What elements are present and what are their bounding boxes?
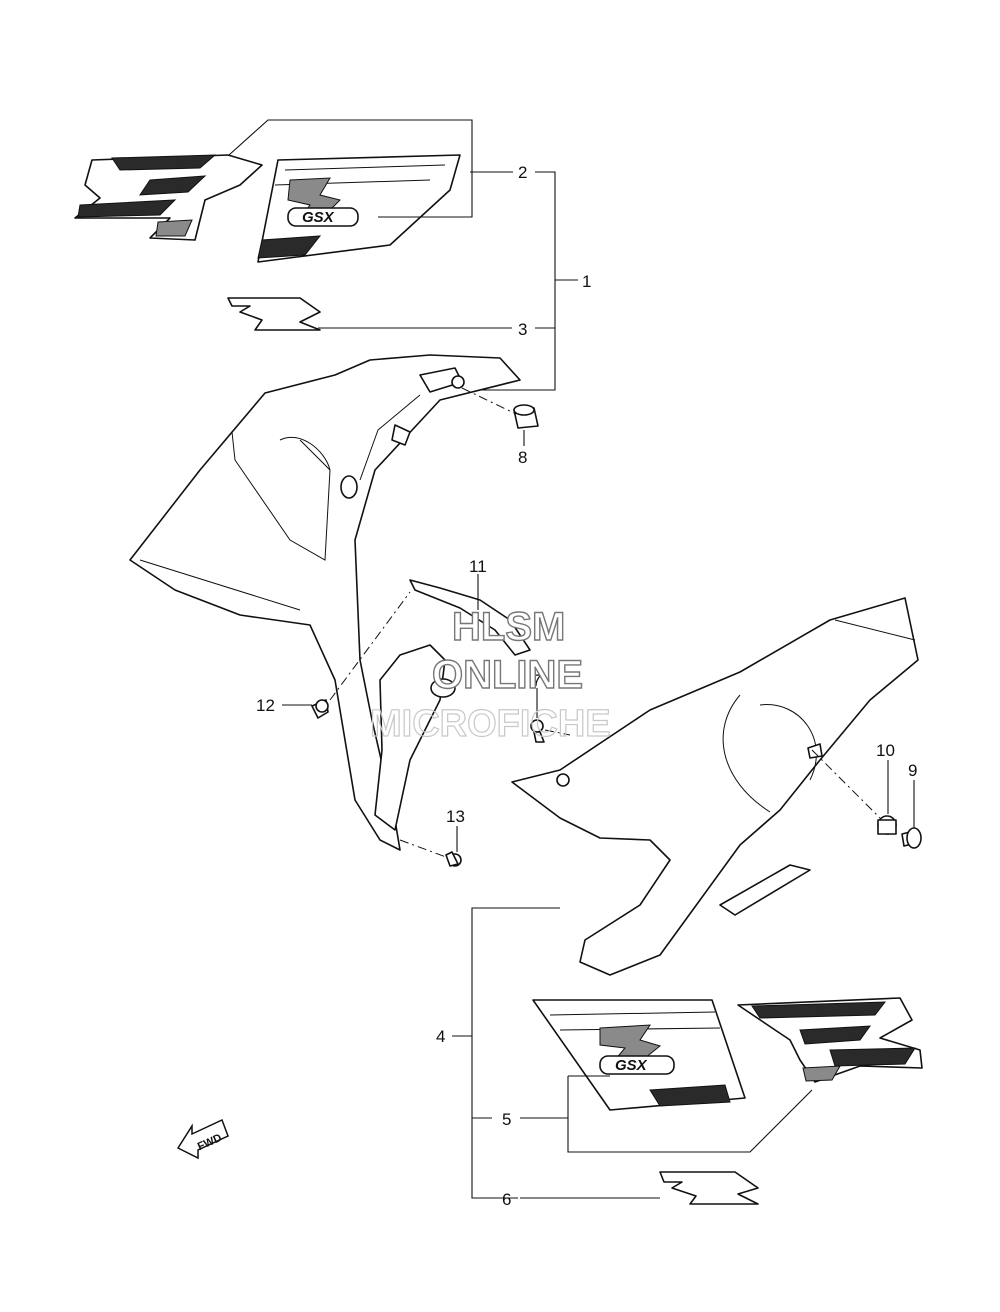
upper-gsx-logo: GSX xyxy=(302,209,335,226)
screw-13 xyxy=(445,851,462,867)
callout-8: 8 xyxy=(518,448,527,467)
watermark-line-1: HLSM xyxy=(452,605,565,649)
callout-5: 5 xyxy=(502,1110,511,1129)
side-fairing xyxy=(511,597,919,976)
clip-12 xyxy=(311,699,329,719)
front-fairing xyxy=(129,354,521,851)
callout-11: 11 xyxy=(469,557,487,576)
forward-direction-arrow: FWD xyxy=(176,1118,229,1160)
inner-panel-11 xyxy=(374,579,531,831)
callout-9: 9 xyxy=(908,761,917,780)
watermark: HLSM ONLINE MICROFICHE xyxy=(369,604,611,745)
lower-r-decal xyxy=(659,1171,759,1205)
callout-13: 13 xyxy=(446,807,465,826)
watermark-line-2: ONLINE xyxy=(432,653,583,697)
upper-r-decal xyxy=(227,297,321,331)
screw-9 xyxy=(901,827,922,849)
watermark-line-3: MICROFICHE xyxy=(370,703,611,745)
screw-7 xyxy=(530,719,545,743)
callout-10: 10 xyxy=(876,741,895,760)
grommet-8 xyxy=(513,404,539,429)
callout-3: 3 xyxy=(518,320,527,339)
lower-stripe-decal xyxy=(737,997,923,1083)
lower-gsx-logo: GSX xyxy=(615,1057,648,1074)
lower-gsx-panel-decal: GSX xyxy=(532,999,746,1111)
callout-2: 2 xyxy=(518,163,527,182)
upper-gsx-panel-decal: GSX xyxy=(257,154,461,263)
callout-6: 6 xyxy=(502,1190,511,1209)
callout-7: 7 xyxy=(532,671,541,690)
grommet-10 xyxy=(877,815,897,835)
callout-4: 4 xyxy=(436,1027,445,1046)
callout-12: 12 xyxy=(256,696,275,715)
callout-1: 1 xyxy=(582,272,591,291)
upper-stripe-decal xyxy=(74,154,263,241)
